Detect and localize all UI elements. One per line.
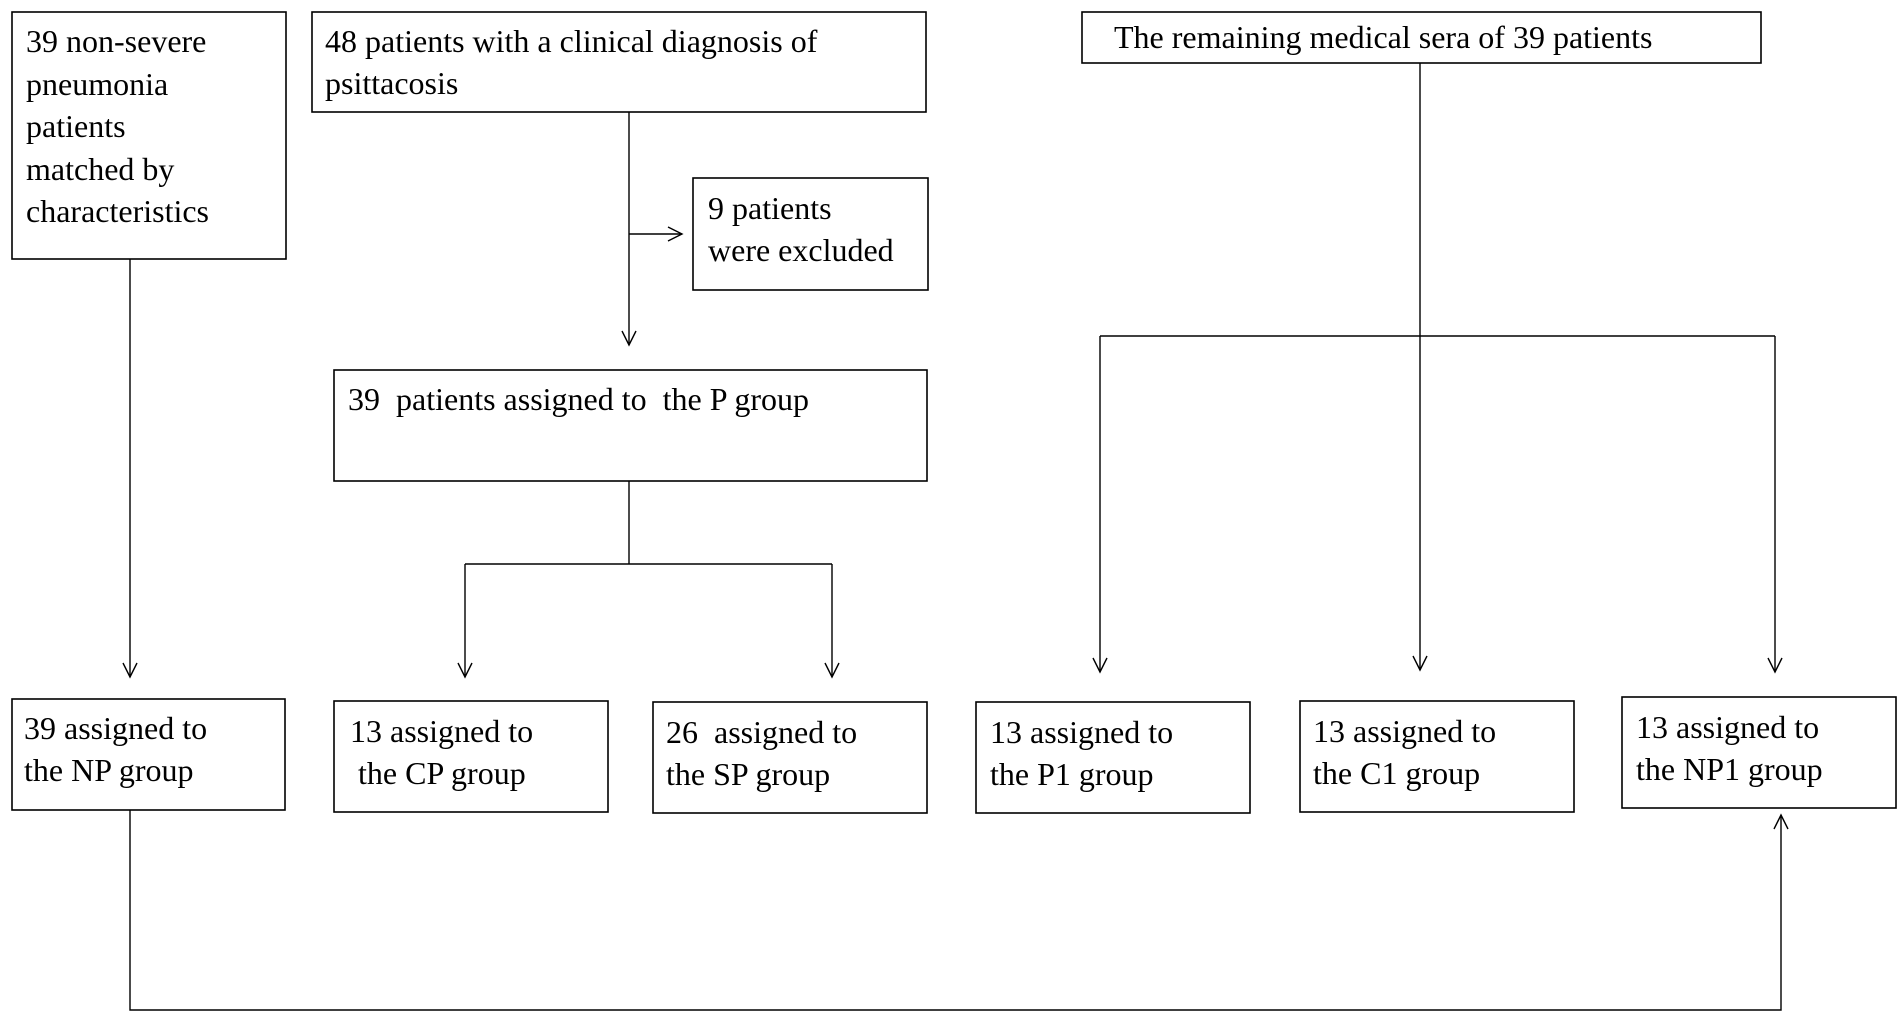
- arrowhead-p1: [1092, 657, 1108, 674]
- box-p1-line-2: the P1 group: [990, 756, 1154, 792]
- box-c1: 13 assigned to the C1 group: [1299, 700, 1575, 813]
- box-np1-line-1: 13 assigned to: [1636, 709, 1819, 745]
- box-p1-line-1: 13 assigned to: [990, 714, 1173, 750]
- box-clinical-line-2: psittacosis: [325, 65, 458, 101]
- box-excluded-line-1: 9 patients: [708, 190, 832, 226]
- box-np-line-2: the NP group: [24, 752, 193, 788]
- arrowhead-sp: [824, 662, 840, 679]
- box-nonsevere-line-1: 39 non-severe: [26, 23, 206, 59]
- box-nonsevere-line-5: characteristics: [26, 193, 209, 229]
- box-pgroup: 39 patients assigned to the P group: [333, 369, 928, 482]
- box-np-line-1: 39 assigned to: [24, 710, 207, 746]
- box-nonsevere-line-3: patients: [26, 108, 126, 144]
- box-sera: The remaining medical sera of 39 patient…: [1081, 11, 1762, 64]
- arrowhead-cp: [457, 662, 473, 679]
- box-clinical-line-1: 48 patients with a clinical diagnosis of: [325, 23, 818, 59]
- arrowhead-c1: [1412, 655, 1428, 672]
- box-cp-line-2: the CP group: [350, 755, 526, 791]
- box-sera-line-1: The remaining medical sera of 39 patient…: [1114, 19, 1652, 55]
- arrowhead-np: [122, 662, 138, 679]
- box-np: 39 assigned to the NP group: [11, 698, 286, 811]
- box-nonsevere-line-2: pneumonia: [26, 66, 168, 102]
- arrowhead-np1-bottom: [1773, 813, 1789, 830]
- box-nonsevere: 39 non-severe pneumonia patients matched…: [11, 11, 287, 260]
- box-cp-line-1: 13 assigned to: [350, 713, 533, 749]
- connector-np-to-np1-loop: [129, 810, 1782, 1011]
- box-c1-line-1: 13 assigned to: [1313, 713, 1496, 749]
- box-sp-line-1: 26 assigned to: [666, 714, 857, 750]
- box-clinical: 48 patients with a clinical diagnosis of…: [311, 11, 927, 113]
- arrowhead-pgroup: [621, 330, 637, 347]
- box-sp: 26 assigned to the SP group: [652, 701, 928, 814]
- box-c1-line-2: the C1 group: [1313, 755, 1480, 791]
- arrowhead-np1-top: [1767, 657, 1783, 674]
- box-np1: 13 assigned to the NP1 group: [1621, 696, 1897, 809]
- arrowhead-excluded: [667, 226, 684, 242]
- box-np1-line-2: the NP1 group: [1636, 751, 1823, 787]
- connectors: [122, 63, 1789, 1011]
- box-excluded: 9 patients were excluded: [692, 177, 929, 291]
- box-nonsevere-line-4: matched by: [26, 151, 174, 187]
- box-pgroup-line-1: 39 patients assigned to the P group: [348, 381, 809, 417]
- box-sp-line-2: the SP group: [666, 756, 830, 792]
- box-excluded-line-2: were excluded: [708, 232, 894, 268]
- box-p1: 13 assigned to the P1 group: [975, 701, 1251, 814]
- box-cp: 13 assigned to the CP group: [333, 700, 609, 813]
